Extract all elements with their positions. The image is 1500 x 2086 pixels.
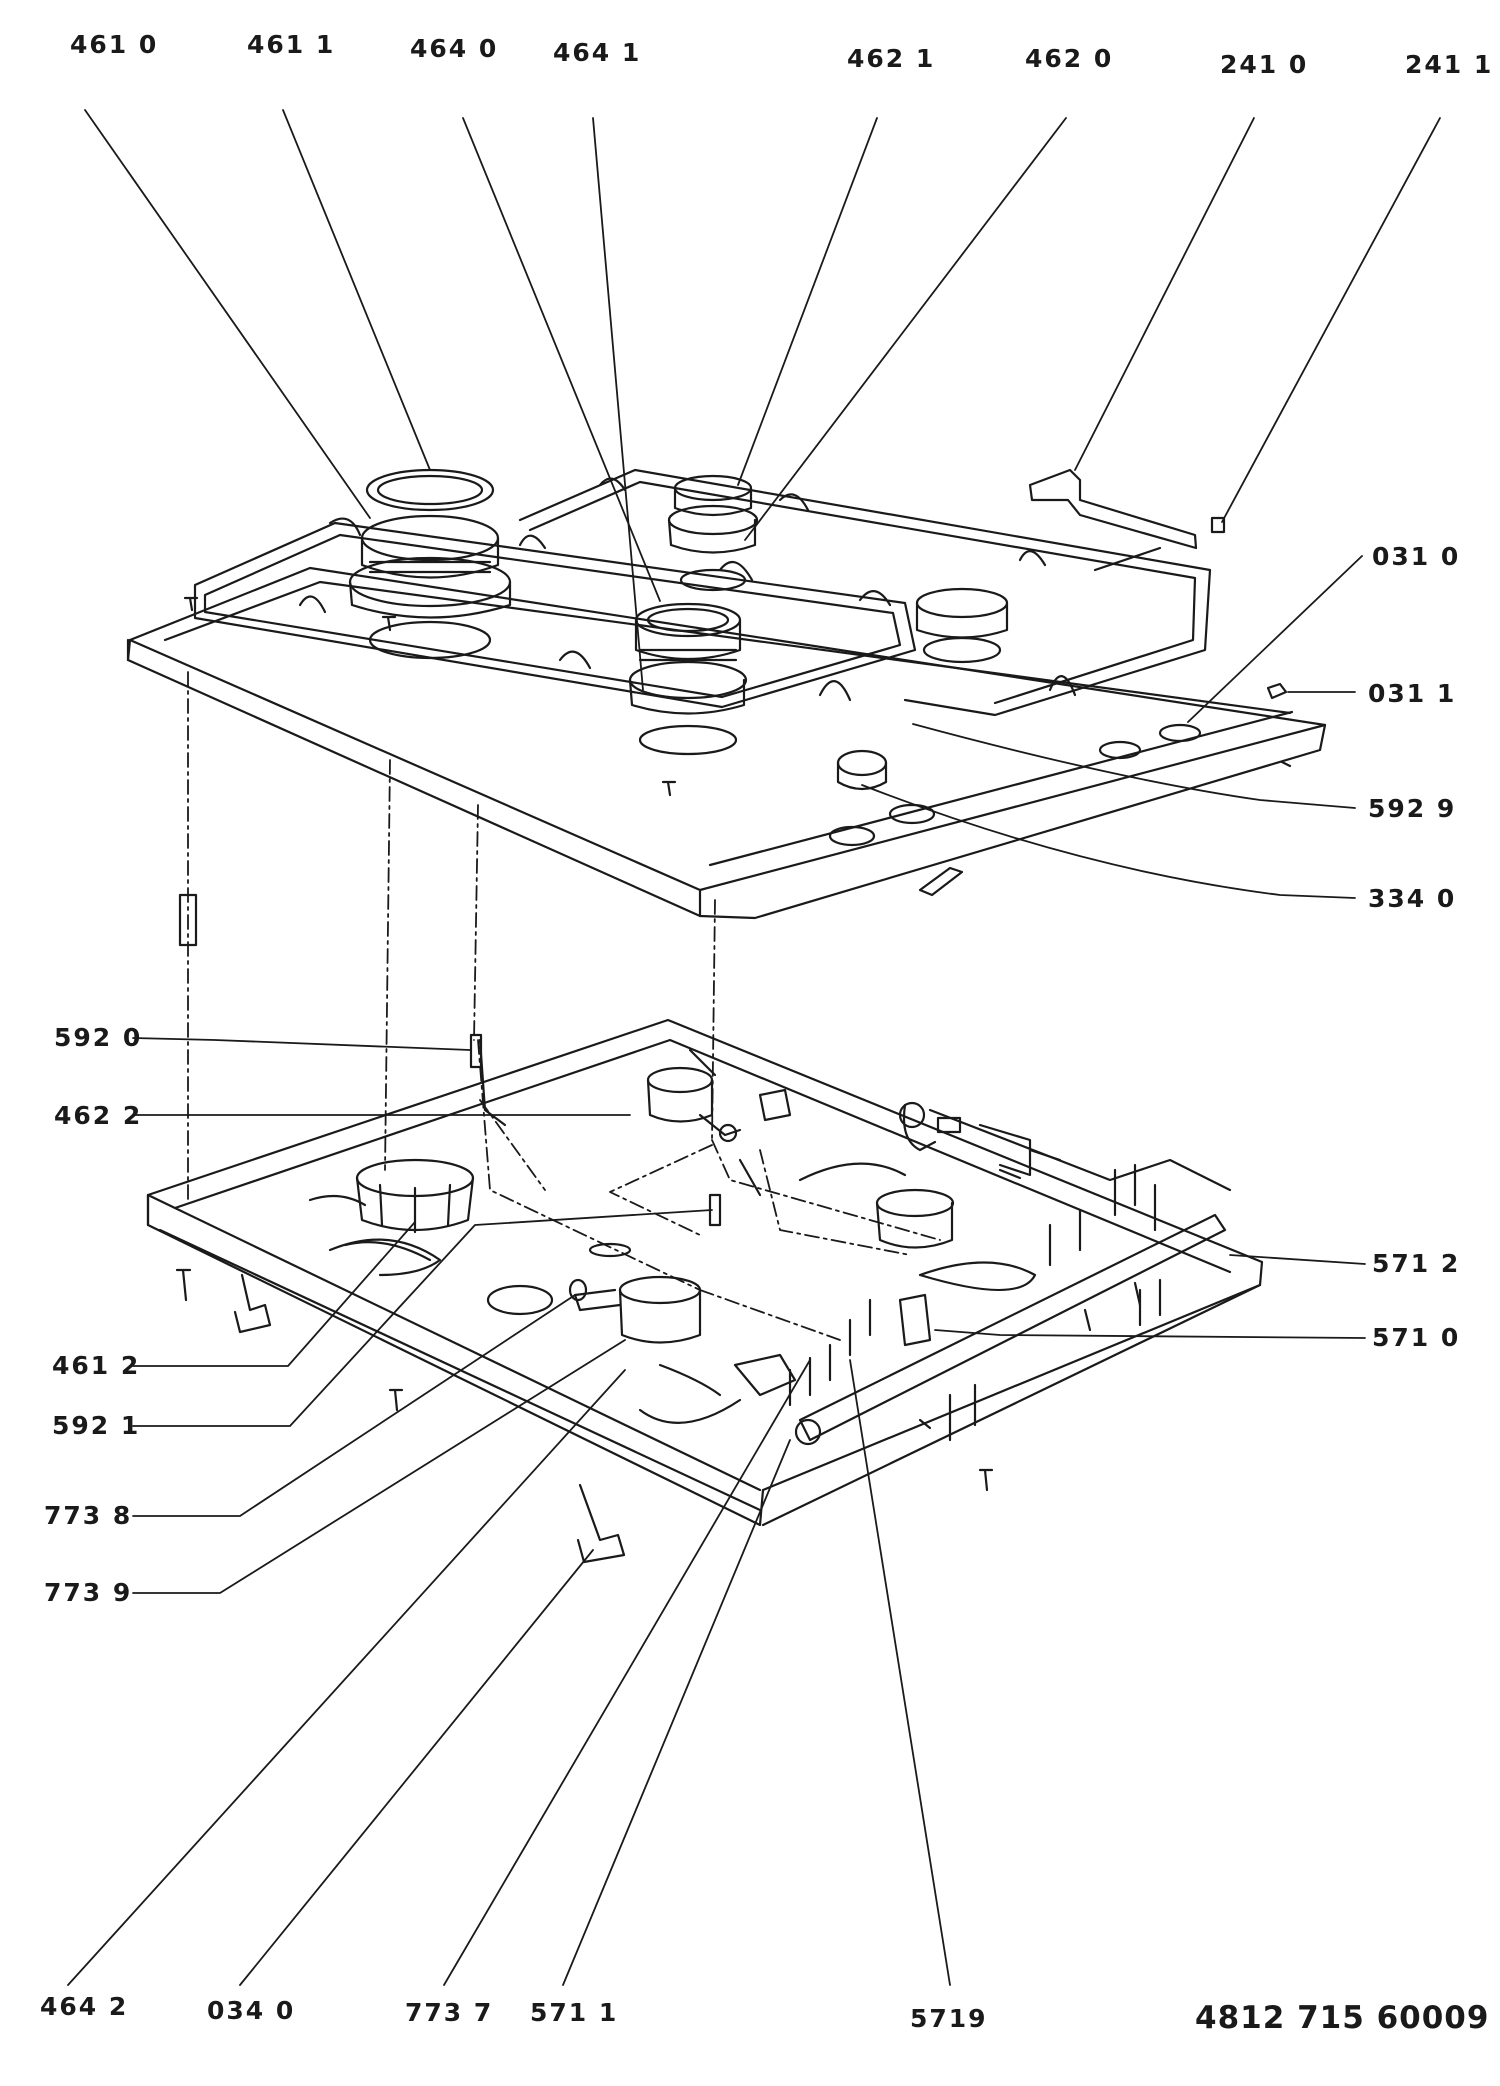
- base-tray: [146, 1018, 1264, 1527]
- burner-large-left: [348, 468, 512, 660]
- callout-4642: 464 2: [40, 1992, 129, 2021]
- side-rail-bracket: [1028, 468, 1198, 572]
- callout-5920: 592 0: [54, 1023, 143, 1052]
- callout-5929: 592 9: [1368, 794, 1457, 823]
- screws: [175, 1268, 994, 1492]
- callout-4610: 461 0: [70, 30, 159, 59]
- callout-5711: 571 1: [530, 1998, 619, 2027]
- burner-small-back: [667, 474, 759, 592]
- callout-5719: 5719: [910, 2004, 988, 2033]
- callout-7737: 773 7: [405, 1998, 494, 2027]
- callout-7738: 773 8: [44, 1501, 133, 1530]
- fixing-clips: [233, 1273, 1142, 1564]
- callout-5710: 571 0: [1372, 1323, 1461, 1352]
- callout-4620: 462 0: [1025, 44, 1114, 73]
- burner-right: [915, 587, 1009, 664]
- thermocouple-wires: [478, 1038, 762, 1197]
- callout-0310: 031 0: [1372, 542, 1461, 571]
- callout-4612: 461 2: [52, 1351, 141, 1380]
- callout-4622: 462 2: [54, 1101, 143, 1130]
- callout-4611: 461 1: [247, 30, 336, 59]
- small-screw: [1266, 682, 1288, 700]
- callout-5921: 592 1: [52, 1411, 141, 1440]
- burner-cup-back: [646, 1066, 742, 1143]
- callout-4641: 464 1: [553, 38, 642, 67]
- ignition-electrodes: [469, 1033, 792, 1227]
- callout-4621: 462 1: [847, 44, 936, 73]
- top-plate-screws: [183, 596, 1292, 797]
- callout-7739: 773 9: [44, 1578, 133, 1607]
- callout-2410: 241 0: [1220, 50, 1309, 79]
- callout-3340: 334 0: [1368, 884, 1457, 913]
- callout-5712: 571 2: [1372, 1249, 1461, 1278]
- gas-manifold-taps: [733, 1101, 1232, 1446]
- callout-0311: 031 1: [1368, 679, 1457, 708]
- burner-rapid-center: [628, 602, 748, 756]
- alignment-lines: [187, 671, 941, 1341]
- pan-support-grids: [193, 468, 1212, 717]
- hob-top-plate: [126, 566, 1327, 920]
- burner-cup-left: [355, 1158, 475, 1234]
- spare-pin: [178, 893, 198, 947]
- callout-0340: 034 0: [207, 1996, 296, 2025]
- callout-2411: 241 1: [1405, 50, 1494, 79]
- small-clip: [1210, 516, 1226, 534]
- burner-cup-front: [568, 1275, 702, 1344]
- burner-cup-right: [875, 1188, 955, 1249]
- document-code: 4812 715 60009: [1195, 2000, 1490, 2036]
- leader-lines: [67, 109, 1441, 1986]
- callout-4640: 464 0: [410, 34, 499, 63]
- control-knob: [836, 749, 888, 777]
